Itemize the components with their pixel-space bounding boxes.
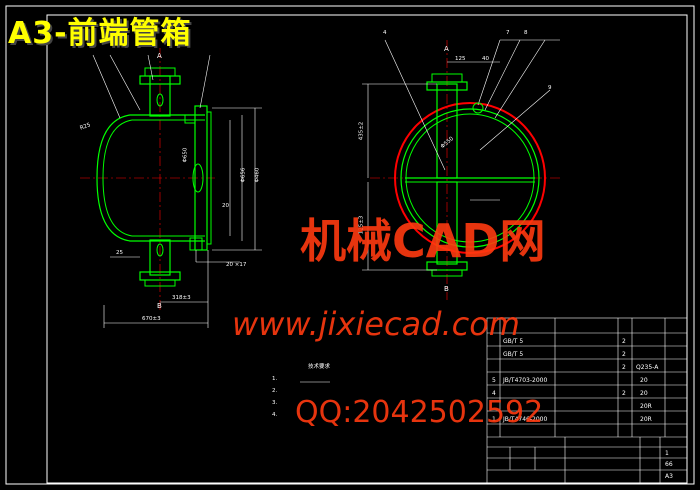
row4-mat: Q235-A <box>636 364 659 371</box>
note-2: 2. <box>272 388 278 394</box>
row6-mat: 20 <box>640 390 648 397</box>
row4-qty: 2 <box>622 364 626 371</box>
note-4: 4. <box>272 412 278 418</box>
balloon-b-bottom: B <box>444 285 449 293</box>
row8-mat: 20R <box>640 416 652 423</box>
balloon-a-bottom: B <box>157 302 162 310</box>
dim-d3: 318±3 <box>172 295 191 301</box>
row7-mat: 20R <box>640 403 652 410</box>
row5-mat: 20 <box>640 377 648 384</box>
dim-d10: 40 <box>482 56 489 62</box>
leader-4: 4 <box>383 30 387 36</box>
note-1: 1. <box>272 376 278 382</box>
row3-code: GB/T 5 <box>503 351 524 358</box>
row6-qty: 2 <box>622 390 626 397</box>
dim-d4: 670±3 <box>142 316 161 322</box>
row5-no: 5 <box>492 377 496 384</box>
notes-heading: 技术要求 <box>308 364 331 370</box>
row2-code: GB/T 5 <box>503 338 524 345</box>
title-block-scale: 1 <box>665 450 669 457</box>
watermark-line3: QQ:2042502592 <box>295 395 544 430</box>
row8-code: JB/T4746-2000 <box>503 416 548 423</box>
dim-d6: Φ656 <box>240 167 247 183</box>
leader-9: 9 <box>548 85 552 91</box>
dim-d14: 20 ×17 <box>226 262 247 268</box>
drawing-frame <box>46 14 688 484</box>
balloon-b-top: A <box>444 45 449 53</box>
dim-d2: 25 <box>116 250 123 256</box>
front-view <box>80 48 262 328</box>
watermark-line1: 机械CAD网 <box>300 214 546 268</box>
row3-qty: 2 <box>622 351 626 358</box>
parts-list-grid <box>486 317 688 484</box>
balloon-a-top: A <box>157 52 162 60</box>
dim-d5: Φ650 <box>182 147 189 163</box>
side-view <box>362 39 560 300</box>
title-block-sheet: A3 <box>665 473 673 480</box>
title-block-weight: 66 <box>665 461 673 468</box>
row8-no: 1 <box>492 416 496 423</box>
note-3: 3. <box>272 400 278 406</box>
dim-d9: 125 <box>455 56 466 62</box>
drawing-title: A3-前端管箱 <box>8 16 192 51</box>
dim-d11: 435±2 <box>358 121 365 141</box>
leader-8: 8 <box>524 30 528 36</box>
row2-qty: 2 <box>622 338 626 345</box>
row5-code: JB/T4703-2000 <box>503 377 548 384</box>
dim-d8: 20 <box>222 203 229 209</box>
watermark-line2: www.jixiecad.com <box>232 305 520 343</box>
leader-7: 7 <box>506 30 510 36</box>
dim-d7: Φ460 <box>254 167 261 183</box>
row6-no: 4 <box>492 390 496 397</box>
sheet-border <box>5 5 695 485</box>
